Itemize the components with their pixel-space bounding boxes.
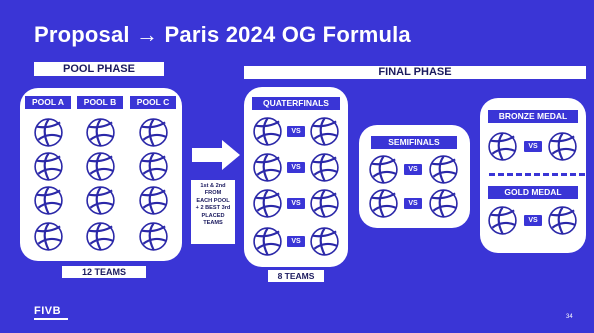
volleyball-icon <box>310 189 339 218</box>
pool-phase-card: POOL A POOL B POOL C <box>20 88 182 261</box>
volleyball-icon <box>429 155 458 184</box>
vs-label: VS <box>524 215 542 226</box>
vs-label: VS <box>287 236 305 247</box>
volleyball-icon <box>139 222 168 251</box>
vs-label: VS <box>404 164 422 175</box>
volleyball-icon <box>253 117 282 146</box>
volleyball-icon <box>139 118 168 147</box>
vs-label: VS <box>404 198 422 209</box>
volleyball-icon <box>548 132 577 161</box>
advancement-note: 1st & 2nd FROM EACH POOL + 2 BEST 3rd PL… <box>191 180 235 244</box>
volleyball-icon <box>488 132 517 161</box>
semifinals-label: SEMIFINALS <box>371 136 457 149</box>
advancement-line: TEAMS <box>203 220 223 227</box>
volleyball-icon <box>139 186 168 215</box>
advancement-line: PLACED <box>201 212 225 219</box>
slide-title: Proposal → Paris 2024 OG Formula <box>34 22 411 47</box>
pool-label-b: POOL B <box>77 96 123 109</box>
medal-divider <box>489 173 585 176</box>
volleyball-icon <box>429 189 458 218</box>
volleyball-icon <box>369 189 398 218</box>
volleyball-icon <box>310 153 339 182</box>
volleyball-icon <box>34 118 63 147</box>
quarterfinals-count: 8 TEAMS <box>268 270 324 282</box>
vs-label: VS <box>524 141 542 152</box>
volleyball-icon <box>369 155 398 184</box>
volleyball-icon <box>548 206 577 235</box>
pool-phase-count: 12 TEAMS <box>62 266 146 278</box>
vs-label: VS <box>287 162 305 173</box>
volleyball-icon <box>86 186 115 215</box>
gold-medal-label: GOLD MEDAL <box>488 186 578 199</box>
advancement-line: 1st & 2nd <box>200 183 226 189</box>
advancement-line: FROM <box>204 190 222 197</box>
pool-label-c: POOL C <box>130 96 176 109</box>
vs-label: VS <box>287 198 305 209</box>
advancement-line: + 2 BEST 3rd <box>195 205 231 212</box>
volleyball-icon <box>86 222 115 251</box>
semifinals-card: SEMIFINALS VS VS <box>359 125 470 228</box>
vs-label: VS <box>287 126 305 137</box>
volleyball-icon <box>488 206 517 235</box>
volleyball-icon <box>253 153 282 182</box>
volleyball-icon <box>310 227 339 256</box>
final-phase-heading: FINAL PHASE <box>244 66 586 79</box>
quarterfinals-card: QUATERFINALS VS VS VS VS <box>244 87 348 267</box>
right-arrow-icon <box>192 140 240 170</box>
volleyball-icon <box>86 152 115 181</box>
volleyball-icon <box>253 227 282 256</box>
volleyball-icon <box>34 186 63 215</box>
fivb-logo: FIVB <box>34 305 68 320</box>
quarterfinals-label: QUATERFINALS <box>252 97 340 110</box>
volleyball-icon <box>253 189 282 218</box>
logo-text: FIVB <box>34 305 62 317</box>
pool-phase-heading: POOL PHASE <box>34 62 164 76</box>
page-number: 34 <box>566 314 573 320</box>
volleyball-icon <box>34 222 63 251</box>
volleyball-icon <box>139 152 168 181</box>
advancement-line: EACH POOL <box>196 197 230 204</box>
volleyball-icon <box>310 117 339 146</box>
pool-label-a: POOL A <box>25 96 71 109</box>
volleyball-icon <box>86 118 115 147</box>
volleyball-icon <box>34 152 63 181</box>
bronze-medal-label: BRONZE MEDAL <box>488 110 578 123</box>
